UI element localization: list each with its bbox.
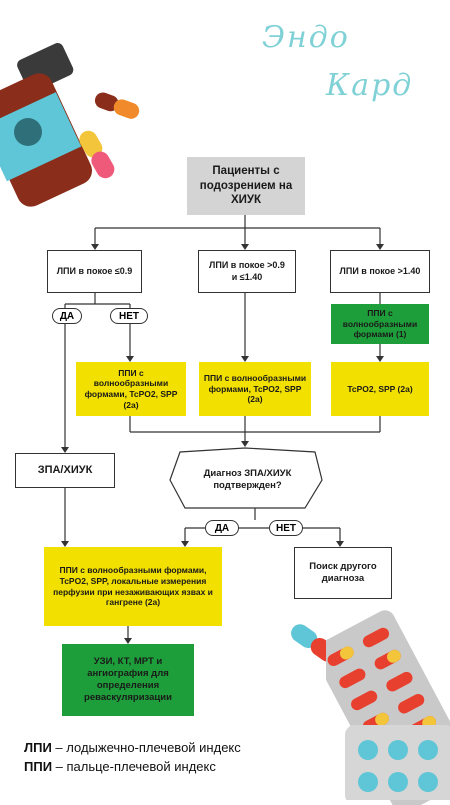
zpa-box: ЗПА/ХИУК [15,453,115,488]
yes-label-2: ДА [205,520,239,536]
diagnosis-text: Диагноз ЗПА/ХИУК подтвержден? [203,468,292,491]
brand-line-2: Кард [326,68,414,103]
no-label-2: НЕТ [269,520,303,536]
blister-pack-icon [345,725,450,800]
branch-mid-line-2: и ≤1.40 [231,271,263,282]
branch-right-box: ЛПИ в покое >1.40 [330,250,430,293]
right-green-box: ППИ с волнообразными формами (1) [331,304,429,344]
legend-lpi: ЛПИ – лодыжечно-плечевой индекс [24,740,241,755]
yellow-right-box: TcPO2, SPP (2a) [331,362,429,416]
start-box: Пациенты с подозрением на ХИУК [187,157,305,215]
legend-lpi-def: – лодыжечно-плечевой индекс [51,740,241,755]
legend-ppi: ППИ – пальце-плечевой индекс [24,759,216,774]
yellow-left-box: ППИ с волнообразными формами, TcPO2, SPP… [76,362,186,416]
decision-diamond [169,447,323,509]
no-label: НЕТ [110,308,148,324]
legend-ppi-term: ППИ [24,759,53,774]
legend-ppi-def: – пальце-плечевой индекс [52,759,216,774]
capsule-icon [94,92,140,119]
branch-mid-box: ЛПИ в покое >0.9 и ≤1.40 [198,250,296,293]
branch-left-box: ЛПИ в покое ≤0.9 [47,250,142,293]
capsule-icon [79,130,115,179]
brand-line-1: Эндо [262,20,350,55]
branch-mid-line-1: ЛПИ в покое >0.9 [209,260,285,271]
yes-label: ДА [52,308,82,324]
bottom-yellow-box: ППИ с волнообразными формами, TcPO2, SPP… [44,547,222,626]
legend-lpi-term: ЛПИ [24,740,52,755]
yellow-mid-box: ППИ с волнообразными формами, TcPO2, SPP… [199,362,311,416]
medicine-bottle-icon [0,43,93,207]
other-diagnosis-box: Поиск другого диагноза [294,547,392,599]
bottom-green-box: УЗИ, КТ, МРТ и ангиография для определен… [62,644,194,716]
